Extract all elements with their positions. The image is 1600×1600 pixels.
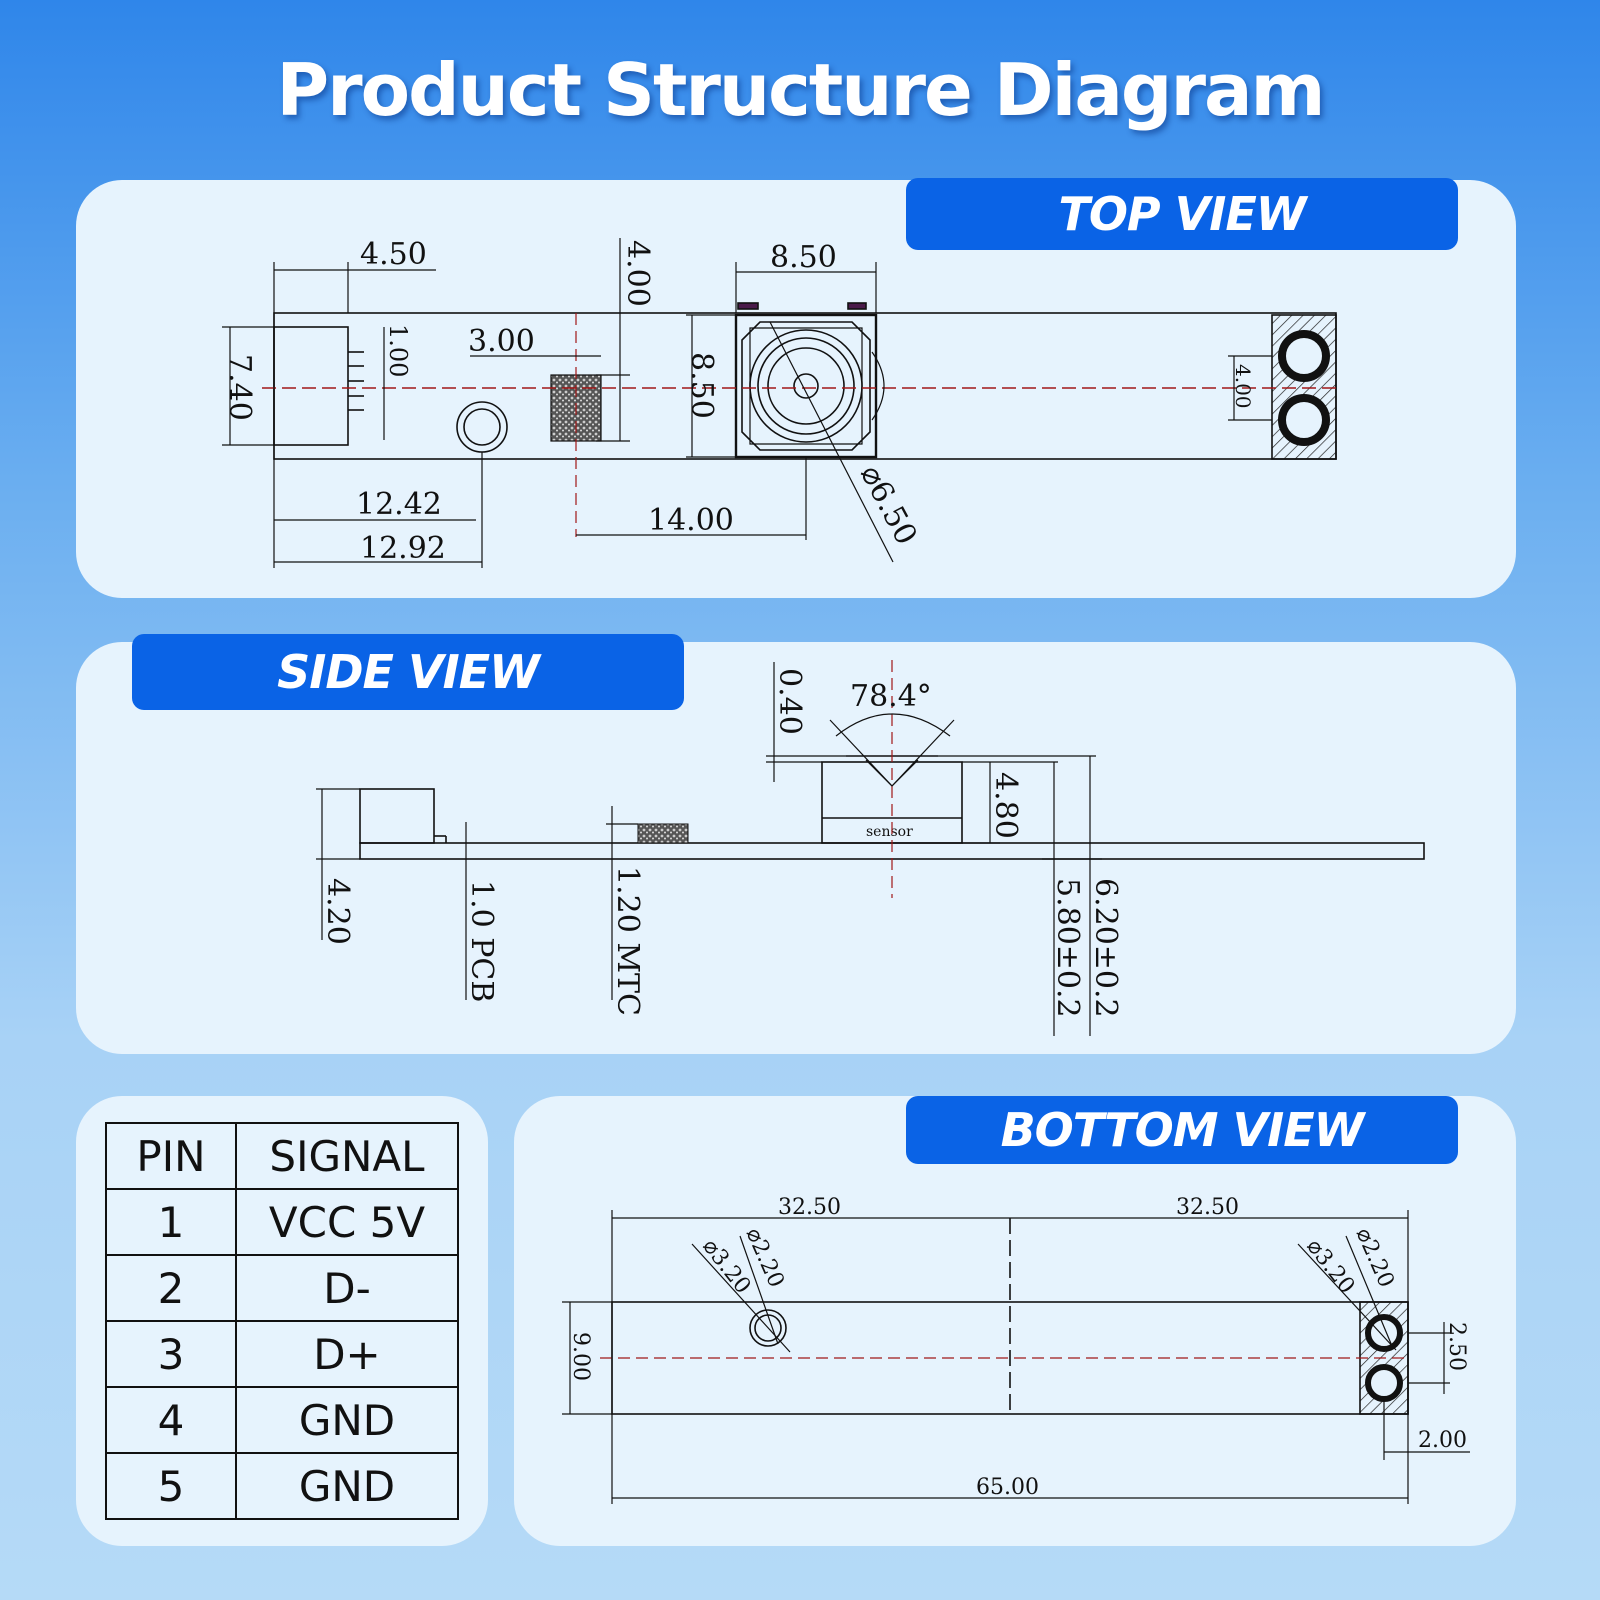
bottom-view-tab: BOTTOM VIEW xyxy=(906,1096,1458,1164)
pin-number: 4 xyxy=(105,1386,237,1454)
pin-number: 5 xyxy=(105,1452,237,1520)
pin-signal: GND xyxy=(235,1452,459,1520)
pin-number: 3 xyxy=(105,1320,237,1388)
side-view-tab: SIDE VIEW xyxy=(132,634,684,710)
page-title: Product Structure Diagram xyxy=(276,48,1325,132)
pin-number: 1 xyxy=(105,1188,237,1256)
pin-header: PIN xyxy=(105,1122,237,1190)
pin-signal: GND xyxy=(235,1386,459,1454)
pin-number: 2 xyxy=(105,1254,237,1322)
pin-signal: VCC 5V xyxy=(235,1188,459,1256)
pin-table-header: PIN SIGNAL xyxy=(105,1122,459,1190)
pin-signal: D+ xyxy=(235,1320,459,1388)
signal-header: SIGNAL xyxy=(235,1122,459,1190)
top-view-tab: TOP VIEW xyxy=(906,178,1458,250)
pin-signal: D- xyxy=(235,1254,459,1322)
